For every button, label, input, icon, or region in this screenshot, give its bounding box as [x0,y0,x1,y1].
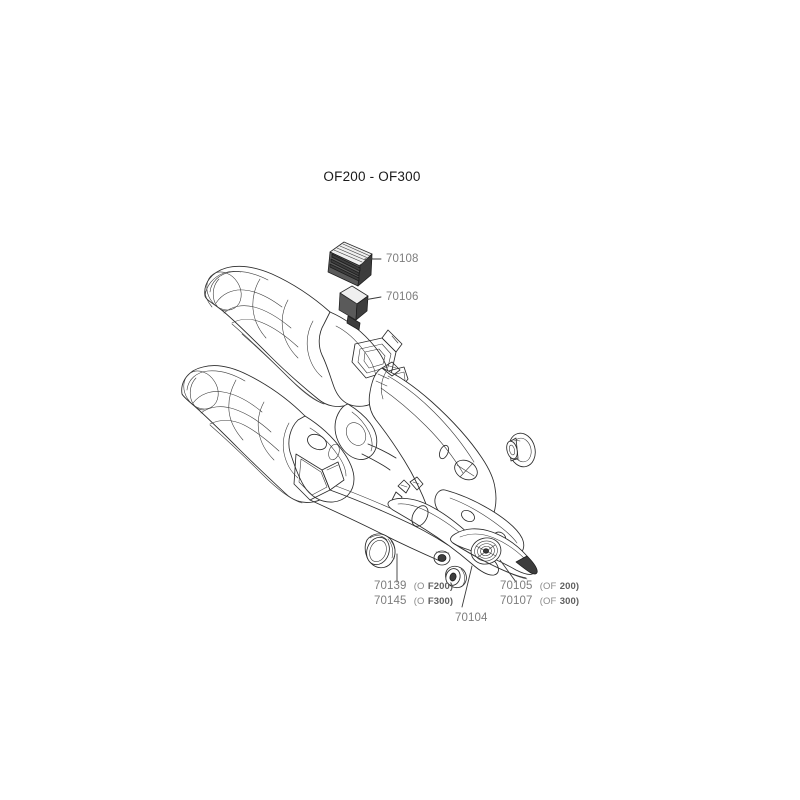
leader-70108b [354,257,373,269]
label-70145: 70145 (O F300) [374,595,453,607]
pivot-washer [506,432,536,468]
part-70105-cutting-blade [450,528,538,580]
page-title: OF200 - OF300 [323,169,420,184]
label-70106: 70106 [386,291,418,303]
label-70139: 70139 (O F200) [374,580,453,592]
leader-70106 [363,296,382,301]
jaw-plate-linkage [387,476,499,576]
label-70107: 70107 (OF 300) [500,595,579,607]
leader-70104 [461,565,473,608]
label-70108: 70108 [386,253,418,265]
upper-handle-assembly [204,265,409,471]
label-70104: 70104 [455,612,488,624]
part-70104-pivot-nut [445,565,467,589]
label-70105: 70105 (OF 200) [500,580,579,592]
part-70139-stop-bumper [364,533,396,569]
part-labels: 70108 70106 70139 (O F200) 70145 (O F300… [374,253,579,624]
part-70106-wedge-insert [338,285,369,331]
lower-handle-assembly [181,365,461,562]
part-70108-blade-cartridge [327,241,373,287]
leader-70105 [499,559,517,583]
